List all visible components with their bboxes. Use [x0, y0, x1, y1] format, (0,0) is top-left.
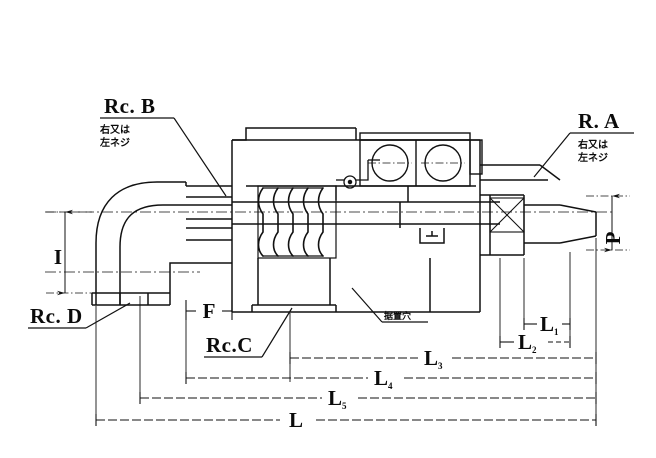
leader-rc-b	[100, 117, 227, 197]
leader-rc-d	[28, 302, 131, 329]
spring-coil-5	[317, 187, 324, 257]
dimension-label-L4: L4	[374, 366, 393, 391]
dimension-L5	[139, 392, 597, 404]
label-rc-b: Rc. B	[104, 94, 156, 118]
spring-coil-3	[287, 187, 294, 257]
leader-rc-c	[204, 307, 293, 358]
dimension-label-I: I	[54, 245, 62, 269]
label-rc-c: Rc.C	[206, 333, 253, 357]
label-rc-d: Rc. D	[30, 304, 83, 328]
rightcap-bevel	[539, 164, 561, 181]
dimension-P	[586, 193, 630, 253]
elbow-outer-wall	[95, 181, 186, 305]
label-r-a-note-2: 左ネジ	[577, 151, 608, 164]
dimension-I	[46, 209, 92, 296]
dimension-label-L1: L1	[540, 312, 559, 337]
seal-crosshatch-block	[489, 197, 525, 233]
dimension-F	[185, 300, 233, 320]
housing-upper-step	[232, 127, 356, 141]
dimension-label-L2: L2	[518, 330, 537, 355]
dimension-L2	[499, 336, 571, 348]
bolt-housing-cap	[359, 132, 471, 141]
dimension-label-L3: L3	[424, 346, 443, 371]
label-r-a-note-1: 右又は	[577, 138, 608, 151]
leader-mounting-hole	[351, 287, 428, 323]
dimension-L1	[523, 318, 571, 330]
rc-c-leader	[261, 307, 293, 358]
center-marking-symbol	[419, 228, 445, 244]
outlet-taper-bottom	[559, 235, 597, 244]
marking-bracket	[419, 228, 445, 244]
bolt-housing-side-block	[469, 139, 483, 175]
dimension-label-L: L	[289, 408, 303, 432]
pivot-center-dot	[347, 179, 353, 185]
r-a-leader	[533, 132, 571, 178]
dimension-L3	[289, 352, 597, 364]
label-r-a: R. A	[578, 109, 620, 133]
mounting-hole-leader	[351, 287, 383, 323]
dimension-label-P: P	[601, 231, 625, 244]
coil-spring	[257, 185, 337, 259]
dimension-label-L5: L5	[328, 386, 347, 411]
spring-coil-4	[302, 187, 309, 257]
dimension-L4	[185, 372, 597, 384]
spring-coil-1	[257, 187, 264, 257]
label-rc-b-note-2: 左ネジ	[99, 136, 130, 149]
spring-envelope	[257, 185, 337, 259]
seal-diag-b	[489, 197, 525, 233]
dimension-L	[95, 414, 597, 426]
label-mounting-hole: 据置穴	[384, 310, 411, 322]
seal-box	[489, 197, 525, 233]
label-rc-b-note-1: 右又は	[99, 123, 130, 136]
rc-d-leader	[85, 302, 131, 329]
elbow-port-lower	[169, 262, 186, 293]
outlet-taper-top	[559, 204, 597, 213]
elbow-inner-wall	[119, 204, 186, 305]
leader-r-a	[533, 132, 634, 178]
dimension-label-F: F	[203, 299, 216, 323]
pivot-circle	[343, 175, 357, 189]
spring-coil-2	[272, 187, 279, 257]
rc-b-leader	[173, 117, 227, 197]
